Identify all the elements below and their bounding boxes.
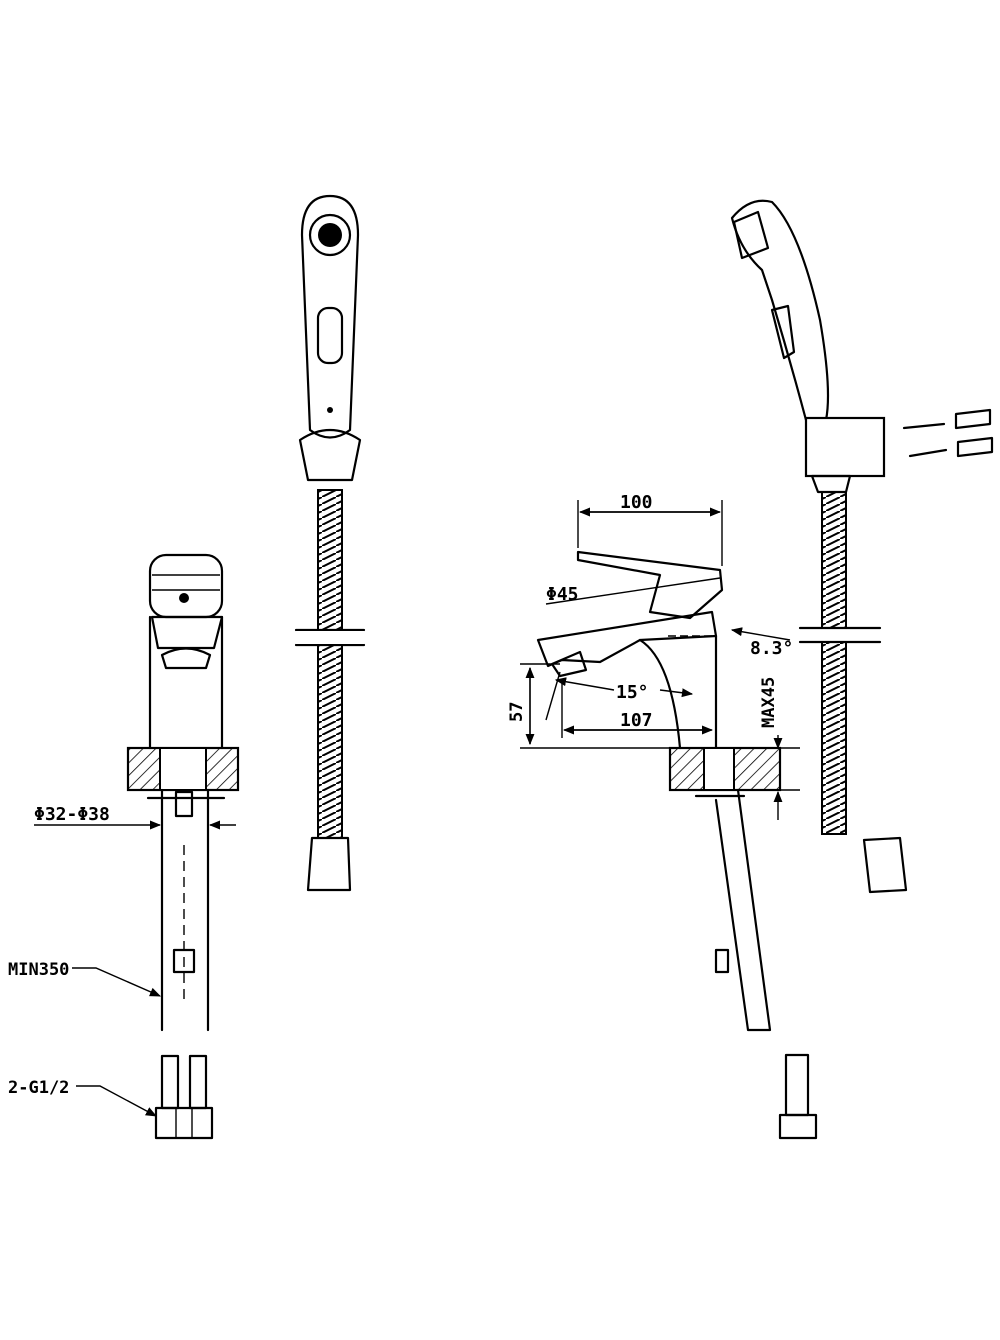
shower-head-side (730, 199, 830, 422)
hose-end-front (306, 836, 352, 892)
front-supply-tube (160, 788, 210, 1032)
shower-nozzle-dark (318, 223, 342, 247)
label-len-107: 107 (620, 710, 653, 731)
label-width-100: 100 (620, 492, 653, 513)
label-dia-45: Φ45 (546, 584, 579, 605)
front-hose-right (188, 1054, 208, 1110)
label-dia-range: Φ32-Φ38 (34, 804, 110, 825)
hose-front (317, 489, 343, 839)
front-handle-cap (148, 553, 224, 619)
wall-anchor-1 (954, 408, 992, 430)
side-hose (784, 1053, 810, 1117)
label-angle-83: 8.3° (750, 638, 793, 659)
hose-end-side (862, 836, 908, 894)
shower-nozzle-side (732, 210, 770, 260)
side-handle-lever (576, 550, 724, 620)
shower-nozzle-front (308, 213, 352, 257)
front-body (148, 615, 224, 750)
front-spout-outlet (160, 647, 212, 670)
faucet-front-view: Φ32-Φ38 MIN350 2-G1/2 (8, 553, 240, 1140)
label-max45: MAX45 (759, 677, 779, 728)
wall-anchor-2 (956, 436, 994, 458)
label-angle-15: 15° (616, 682, 649, 703)
front-hose-nuts (154, 1106, 214, 1140)
hand-shower-front (294, 194, 366, 892)
faucet-side-view: 100 Φ45 8.3° 15° 107 57 MAX45 (507, 492, 818, 1140)
shower-head-front (300, 194, 360, 439)
front-mount-stud (174, 790, 194, 818)
front-nut (172, 948, 196, 974)
front-lever (150, 615, 224, 650)
wall-holder (804, 416, 886, 478)
hose-side (821, 491, 847, 835)
front-handle-dot (179, 593, 189, 603)
label-min350: MIN350 (8, 960, 69, 980)
label-thread: 2-G1/2 (8, 1078, 69, 1098)
label-height-57: 57 (507, 702, 527, 722)
front-hose-left (160, 1054, 180, 1110)
side-spout (536, 610, 718, 668)
side-hose-nut (778, 1113, 818, 1140)
shower-trigger-front (316, 306, 344, 365)
shower-trigger-side (770, 304, 796, 360)
side-supply-tube (714, 788, 772, 1032)
screw-1 (902, 422, 946, 430)
shower-holder-front (298, 429, 362, 482)
hand-shower-side (730, 199, 994, 894)
screw-2 (908, 448, 948, 458)
side-nut (714, 948, 730, 974)
